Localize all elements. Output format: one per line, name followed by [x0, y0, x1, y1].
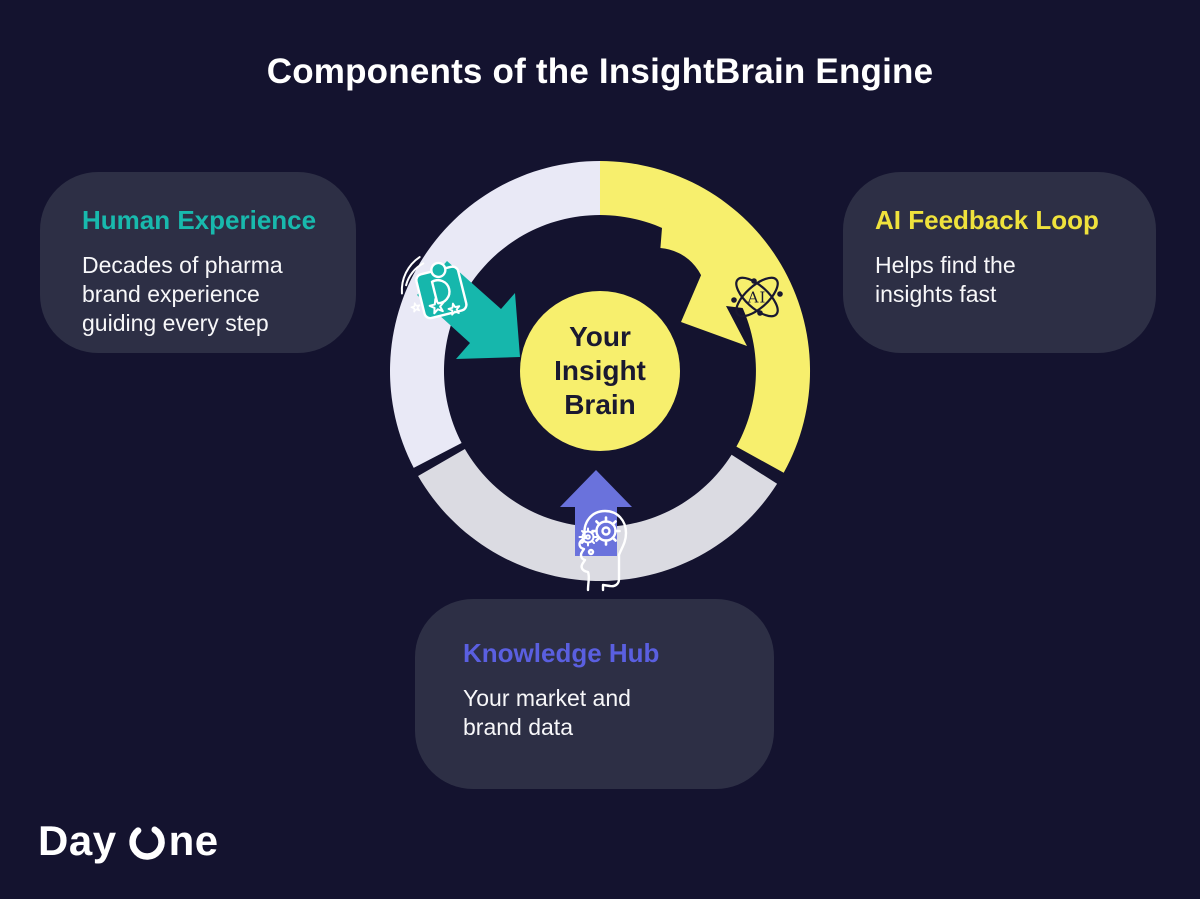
ai-feedback-arrow — [659, 208, 747, 346]
ai-feedback-loop-card: AI Feedback Loop Helps find the insights… — [843, 172, 1156, 353]
knowledge-hub-body: Your market and brand data — [463, 685, 631, 740]
logo-word-day: Day — [38, 817, 117, 864]
ai-icon-label: AI — [747, 289, 767, 307]
human-experience-body: Decades of pharma brand experience guidi… — [82, 252, 283, 336]
ai-feedback-loop-heading: AI Feedback Loop — [875, 205, 1099, 235]
expertise-badge-icon — [400, 256, 468, 320]
knowledge-hub-card: Knowledge Hub Your market and brand data — [415, 599, 774, 789]
day-one-logo: Day ne — [38, 817, 219, 864]
human-experience-heading: Human Experience — [82, 205, 317, 235]
head-gears-icon — [578, 509, 628, 592]
page-title: Components of the InsightBrain Engine — [266, 52, 934, 91]
ring-segment-ai-feedback — [600, 161, 811, 473]
center-circle-label: Your Insight Brain — [500, 320, 700, 422]
logo-word-ne: ne — [168, 817, 219, 864]
knowledge-hub-heading: Knowledge Hub — [463, 638, 660, 668]
center-label-line2: Insight — [554, 355, 646, 386]
ai-feedback-loop-body: Helps find the insights fast — [875, 252, 1016, 307]
ring-segment-knowledge — [418, 449, 778, 582]
ring-segment-human — [390, 161, 600, 468]
ai-atom-icon: AI — [731, 276, 783, 318]
human-experience-card: Human Experience Decades of pharma brand… — [40, 172, 356, 353]
center-label-line3: Brain — [564, 389, 636, 420]
logo-o-mark — [128, 826, 165, 860]
center-label-line1: Your — [569, 321, 631, 352]
center-circle — [520, 291, 680, 451]
